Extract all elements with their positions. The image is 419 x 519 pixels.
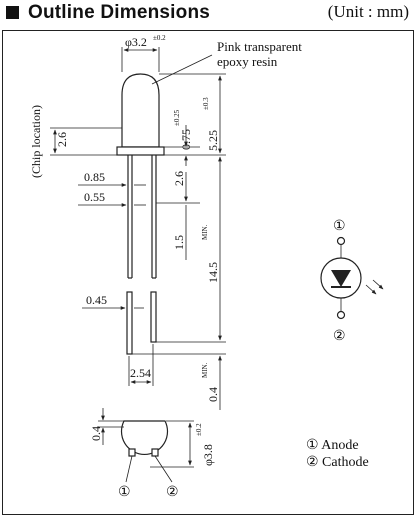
lead-base-label: 0.85 — [84, 170, 105, 184]
lens-diameter-tolerance: ±0.2 — [153, 34, 166, 42]
cut-length-label: 0.4 — [206, 387, 220, 402]
drawing-frame — [2, 30, 414, 515]
chip-height-label: 2.6 — [55, 132, 69, 147]
material-label-line2: epoxy resin — [217, 54, 278, 69]
header: Outline Dimensions (Unit : mm) — [0, 0, 419, 30]
pitch-label: 2.54 — [130, 366, 151, 380]
body-height-label: 5.25 — [206, 130, 220, 151]
unit-label: (Unit : mm) — [327, 2, 409, 21]
chip-location-label: (Chip location) — [29, 105, 43, 178]
page-title: Outline Dimensions — [28, 2, 211, 23]
lead-dim-label: 0.55 — [84, 190, 105, 204]
lower-height-label: 2.6 — [172, 171, 186, 186]
standoff-label: 0.75 — [179, 129, 193, 150]
led-bottom-view — [120, 420, 169, 457]
led-flange — [116, 146, 165, 156]
bottom-pin2-marker: ② — [166, 485, 179, 500]
mid-dim-label: 1.5 — [172, 235, 186, 250]
lead-length-label: 14.5 — [206, 262, 220, 283]
schematic-pin2-marker: ② — [333, 329, 346, 344]
cut-length-min: MIN. — [201, 362, 209, 378]
title-bullet-icon — [6, 6, 19, 19]
legend-cathode: ② Cathode — [306, 455, 369, 470]
lead-cathode — [150, 155, 157, 343]
flat-dim-label: 0.4 — [89, 426, 103, 441]
material-label-line1: Pink transparent — [217, 39, 302, 54]
lead-width-label: 0.45 — [86, 293, 107, 307]
base-diameter-label: φ3.8 — [201, 444, 215, 466]
legend-anode: ① Anode — [306, 438, 359, 453]
body-height-tolerance: ±0.3 — [202, 97, 210, 110]
lead-length-min: MIN. — [201, 224, 209, 240]
base-diameter-tolerance: ±0.2 — [195, 423, 203, 436]
led-lens — [121, 73, 160, 148]
schematic-pin1-marker: ① — [333, 219, 346, 234]
lead-anode — [126, 155, 133, 355]
lens-diameter-label: φ3.2 — [125, 35, 147, 49]
standoff-tolerance: ±0.25 — [173, 109, 181, 126]
led-schematic-symbol — [320, 236, 384, 320]
bottom-pin1-marker: ① — [118, 485, 131, 500]
